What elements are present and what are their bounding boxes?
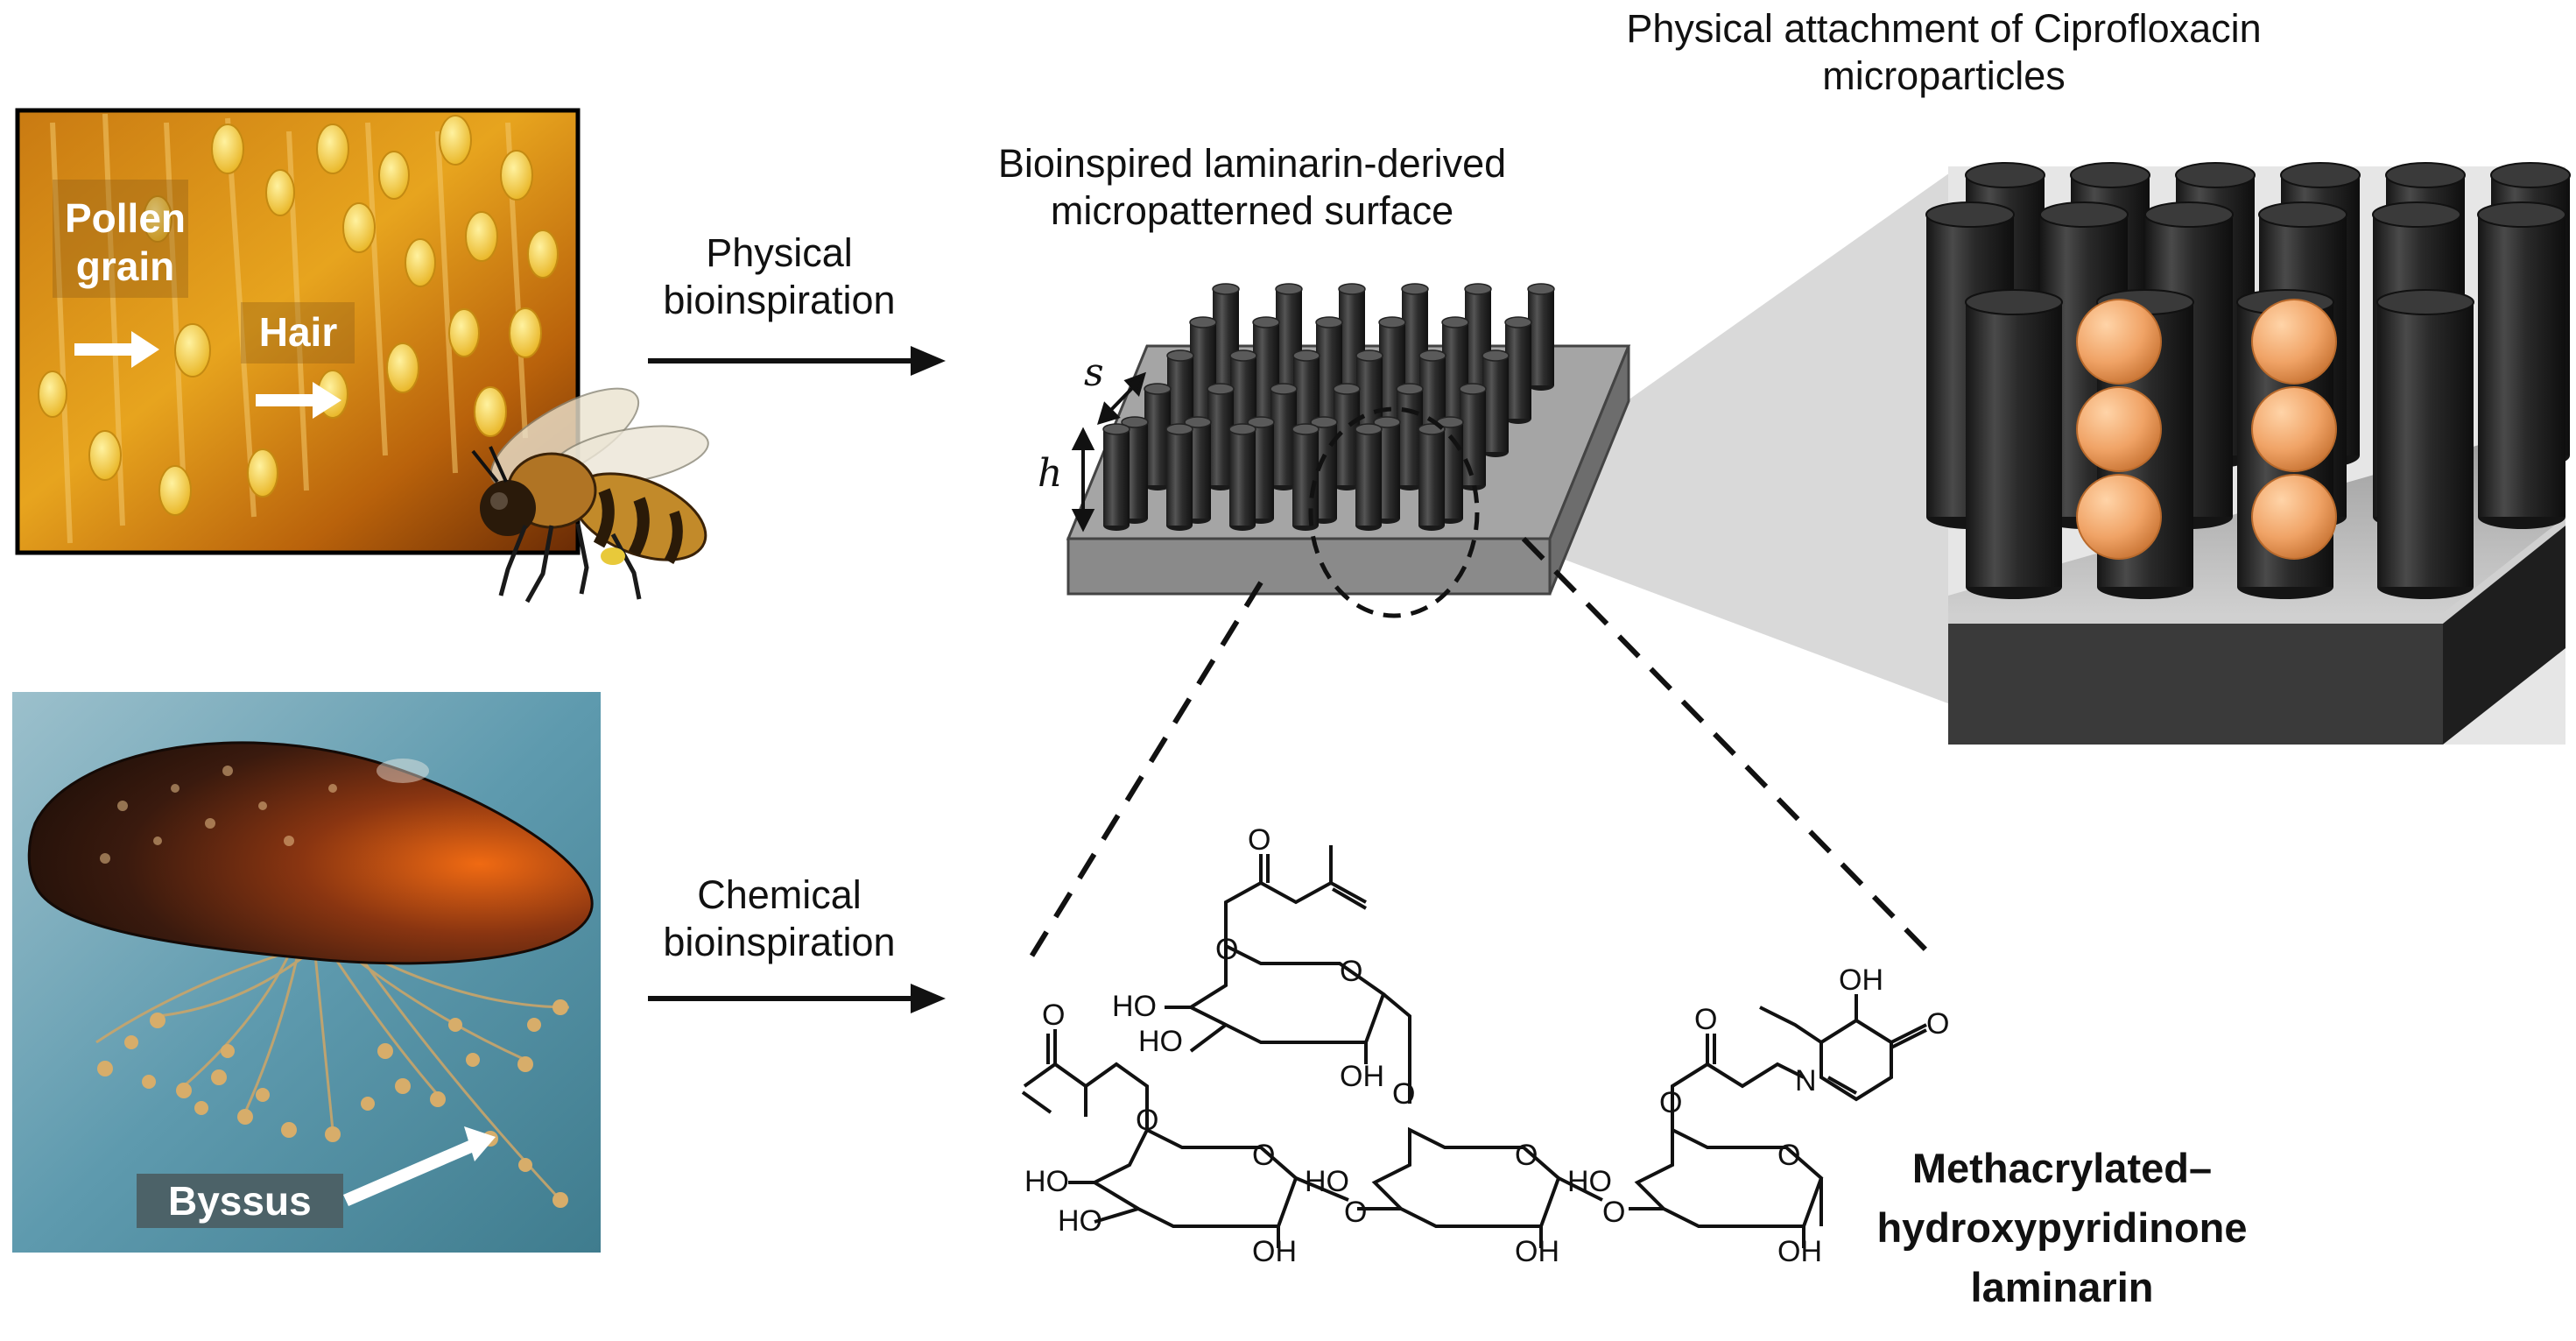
molecule-name-line3: laminarin <box>1970 1264 2154 1311</box>
svg-text:OH: OH <box>1777 1235 1822 1268</box>
svg-text:N: N <box>1795 1064 1817 1098</box>
svg-text:O: O <box>1392 1077 1415 1111</box>
svg-text:O: O <box>1777 1139 1800 1172</box>
surface-pillar <box>1504 316 1532 424</box>
svg-text:O: O <box>1926 1007 1949 1041</box>
svg-text:HO: HO <box>1567 1165 1612 1198</box>
mussel-photo <box>12 692 601 1253</box>
surface-pillar <box>1292 423 1320 531</box>
svg-text:OH: OH <box>1515 1235 1559 1268</box>
ciprofloxacin-microparticle <box>2251 299 2337 385</box>
ciprofloxacin-microparticle <box>2076 386 2162 472</box>
svg-text:O: O <box>1215 933 1238 966</box>
chemical-arrow <box>648 984 946 1013</box>
zoom-cone <box>1497 171 1953 705</box>
svg-text:O: O <box>1248 823 1270 857</box>
svg-text:HO: HO <box>1058 1204 1102 1238</box>
svg-text:O: O <box>1136 1104 1158 1137</box>
surface-pillar <box>1527 283 1555 391</box>
svg-text:O: O <box>1515 1139 1538 1172</box>
svg-text:HO: HO <box>1024 1165 1069 1198</box>
zoomed-pillars-panel <box>1925 162 2571 745</box>
svg-text:HO: HO <box>1112 990 1157 1023</box>
svg-text:O: O <box>1340 955 1362 988</box>
molecule-name-line2: hydroxypyridinone <box>1876 1204 2248 1252</box>
ciprofloxacin-microparticle <box>2251 386 2337 472</box>
micropatterned-surface <box>1066 283 1631 596</box>
surface-pillar <box>1355 423 1383 531</box>
molecule-name-line1: Methacrylated– <box>1911 1145 2213 1191</box>
physical-arrow <box>648 346 946 376</box>
svg-text:OH: OH <box>1839 963 1883 997</box>
svg-text:HO: HO <box>1138 1025 1183 1058</box>
bee-illustration <box>471 387 709 603</box>
zoom-title: Physical attachment of Ciprofloxacin mic… <box>1626 6 2262 98</box>
hair-label: Hair <box>258 309 338 355</box>
chemical-bioinspiration-label: Chemical bioinspiration <box>663 872 896 964</box>
zoomed-pillar <box>2376 289 2474 599</box>
svg-text:HO: HO <box>1305 1165 1349 1198</box>
spacing-indicator <box>1097 371 1147 425</box>
pollen-photo <box>15 108 581 555</box>
ciprofloxacin-microparticle <box>2076 474 2162 560</box>
surface-pillar <box>1482 349 1510 457</box>
zoomed-pillar <box>1965 289 2063 599</box>
dashed-line-right <box>1521 536 1929 953</box>
ciprofloxacin-microparticle <box>2251 474 2337 560</box>
surface-title: Bioinspired laminarin-derived micropatte… <box>997 141 1507 233</box>
surface-pillar <box>1459 383 1487 491</box>
surface-pillar <box>1228 423 1256 531</box>
pollen-grain-label: Pollen grain <box>64 195 187 290</box>
surface-pillar <box>1418 423 1446 531</box>
svg-text:O: O <box>1694 1003 1717 1036</box>
zoom-circle <box>1308 406 1480 618</box>
chemical-atom-labels: O O O HO HO OH O O O HO HO O OH O HO O O… <box>1024 823 1949 1268</box>
physical-bioinspiration-label: Physical bioinspiration <box>663 230 896 322</box>
svg-text:O: O <box>1344 1196 1367 1229</box>
molecule-name: Methacrylated– hydroxypyridinone laminar… <box>1856 1139 2268 1317</box>
zoomed-pillar <box>2477 201 2566 529</box>
spacing-label: s <box>1084 350 1104 395</box>
svg-text:OH: OH <box>1252 1235 1297 1268</box>
height-indicator <box>1071 427 1095 533</box>
svg-text:O: O <box>1602 1196 1625 1229</box>
ciprofloxacin-microparticle <box>2076 299 2162 385</box>
svg-text:O: O <box>1659 1086 1682 1119</box>
byssus-label: Byssus <box>137 1174 343 1228</box>
svg-text:OH: OH <box>1340 1060 1384 1093</box>
dashed-line-left <box>1022 581 1263 970</box>
svg-text:O: O <box>1042 999 1065 1032</box>
svg-text:O: O <box>1252 1139 1275 1172</box>
surface-pillar <box>1102 423 1130 531</box>
height-label: h <box>1038 451 1063 496</box>
surface-pillar <box>1165 423 1193 531</box>
chemical-structure <box>1021 845 1927 1248</box>
